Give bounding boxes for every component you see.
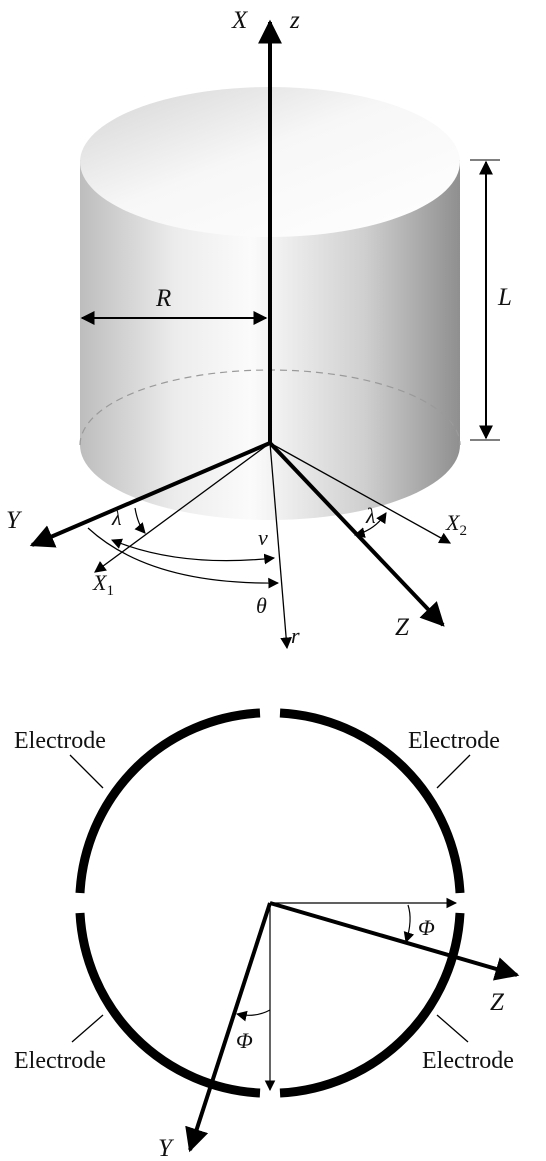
z-axis-lower-label: Z — [395, 614, 410, 641]
x-axis-label: X — [231, 7, 249, 34]
theta-label: θ — [256, 593, 267, 618]
y-axis-rotated-label: Y — [158, 1135, 175, 1161]
electrode-leader-top-right — [436, 754, 471, 789]
y-axis — [29, 441, 271, 548]
r-axis — [269, 442, 292, 650]
nu-arc — [111, 538, 276, 565]
length-dimension: L — [470, 159, 512, 441]
y-axis-rotated — [185, 902, 272, 1153]
cylinder-view: L R X z Y Z X1 X2 r λ ν θ λ — [6, 7, 512, 650]
electrode-arc-bottom-left — [75, 912, 261, 1098]
lambda-left-label: λ — [111, 505, 122, 530]
length-label: L — [497, 284, 512, 311]
y-axis-label: Y — [6, 507, 23, 534]
z-axis-rotated-label: Z — [490, 989, 505, 1016]
electrode-ring-view: Electrode Electrode Electrode Electrode … — [14, 708, 520, 1161]
electrode-leader-top-left — [69, 754, 104, 789]
theta-arc — [87, 527, 280, 589]
lambda-right-label: λ — [365, 503, 376, 528]
phi-bottom-arc — [235, 1009, 271, 1022]
radius-label: R — [155, 285, 171, 312]
phi-bottom-label: Φ — [236, 1028, 253, 1053]
lambda-right-arc — [353, 512, 387, 538]
electrode-leader-bottom-left — [71, 1014, 104, 1043]
phi-right-arc — [403, 904, 415, 944]
phi-right-label: Φ — [418, 915, 435, 940]
x1-axis-label: X1 — [92, 570, 114, 599]
electrode-arc-top-left — [75, 708, 261, 894]
x2-axis — [269, 442, 452, 544]
z-axis-rotated — [269, 901, 520, 981]
electrode-label-top-right: Electrode — [408, 728, 500, 754]
electrode-leader-bottom-right — [436, 1014, 469, 1043]
electrode-arc-top-right — [279, 708, 465, 894]
electrode-label-bottom-left: Electrode — [14, 1048, 106, 1074]
electrode-label-top-left: Electrode — [14, 728, 106, 754]
x2-axis-label: X2 — [445, 510, 467, 539]
r-axis-label: r — [291, 623, 300, 648]
electrode-label-bottom-right: Electrode — [422, 1048, 514, 1074]
nu-label: ν — [258, 525, 268, 550]
lambda-left-arc — [134, 507, 146, 534]
z-axis-label: z — [289, 7, 300, 34]
electrode-arc-bottom-right — [279, 912, 465, 1098]
radius-dimension: R — [80, 285, 268, 325]
